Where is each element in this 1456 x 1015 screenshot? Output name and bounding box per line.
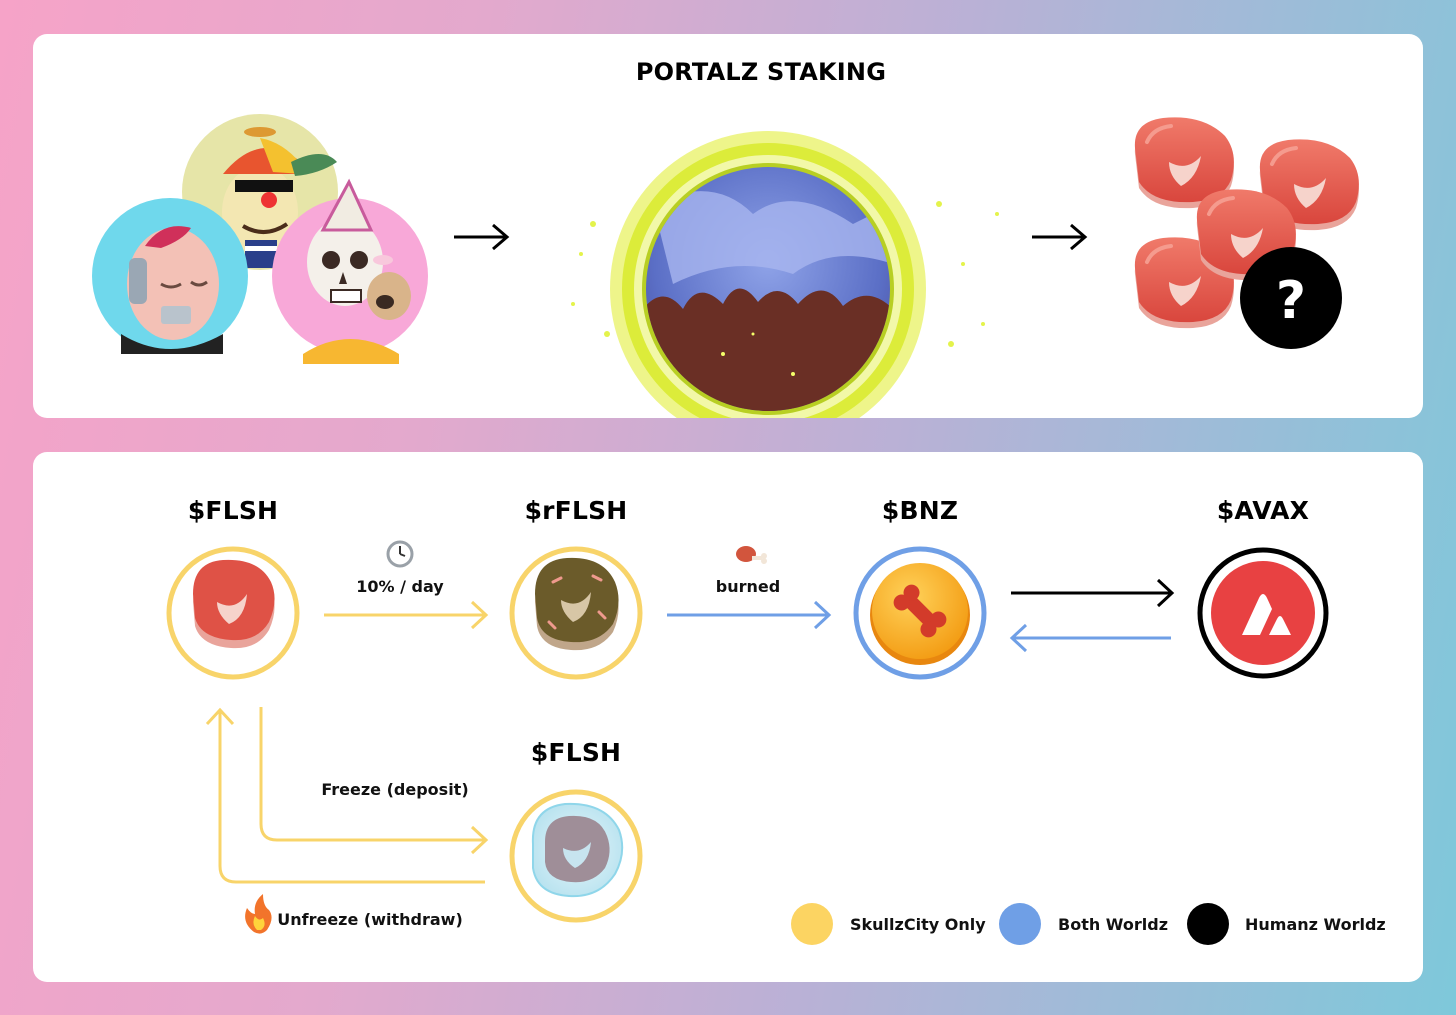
mystery-reward: ? [1240,247,1342,349]
token-title-flsh-frozen: $FLSH [530,738,622,767]
token-title-bnz: $BNZ [881,496,959,525]
arrow-bnz-to-avax [1011,578,1175,608]
portalz-staking-panel: PORTALZ STAKING [33,34,1423,418]
arrow-to-rewards [1032,223,1088,251]
avatar-cyborg-skull [92,198,248,354]
panel-title: PORTALZ STAKING [635,58,887,86]
legend-swatch-humanz-worldz [1187,903,1229,945]
node-flsh-frozen [509,789,643,923]
legend-swatch-both-worldz [999,903,1041,945]
token-flow-diagram [166,540,1329,934]
token-title-flsh: $FLSH [187,496,279,525]
node-rflsh [509,546,643,680]
meat-bone-icon [736,546,767,564]
token-title-avax: $AVAX [1216,496,1310,525]
legend-label-both-worldz: Both Worldz [1058,915,1169,934]
arrow-unfreeze [205,707,485,884]
arrow-freeze [259,707,489,855]
node-avax [1197,547,1329,679]
edge-label-unfreeze: Unfreeze (withdraw) [277,910,463,929]
avatar-party-skull [272,178,428,364]
edge-label-freeze: Freeze (deposit) [321,780,469,799]
edge-label-rate: 10% / day [356,577,444,596]
token-flow-panel: $FLSH $rFLSH $BNZ $AVAX $FLSH 10% / day … [33,452,1423,982]
token-title-rflsh: $rFLSH [524,496,628,525]
legend-label-humanz-worldz: Humanz Worldz [1245,915,1386,934]
fire-icon [245,894,272,934]
legend-swatch-skullzcity [791,903,833,945]
arrow-to-portal [454,223,510,251]
node-bnz [853,546,987,680]
legend-label-skullzcity: SkullzCity Only [850,915,986,934]
staking-illustration: ? [92,114,1361,418]
node-flsh [166,546,300,680]
clock-icon [386,540,414,568]
arrow-avax-to-bnz [1009,623,1171,653]
question-mark: ? [1276,271,1306,331]
edge-label-burned: burned [715,577,781,596]
portal-illustration [571,131,999,418]
arrow-flsh-to-rflsh [324,600,489,630]
arrow-rflsh-to-bnz [667,600,832,630]
